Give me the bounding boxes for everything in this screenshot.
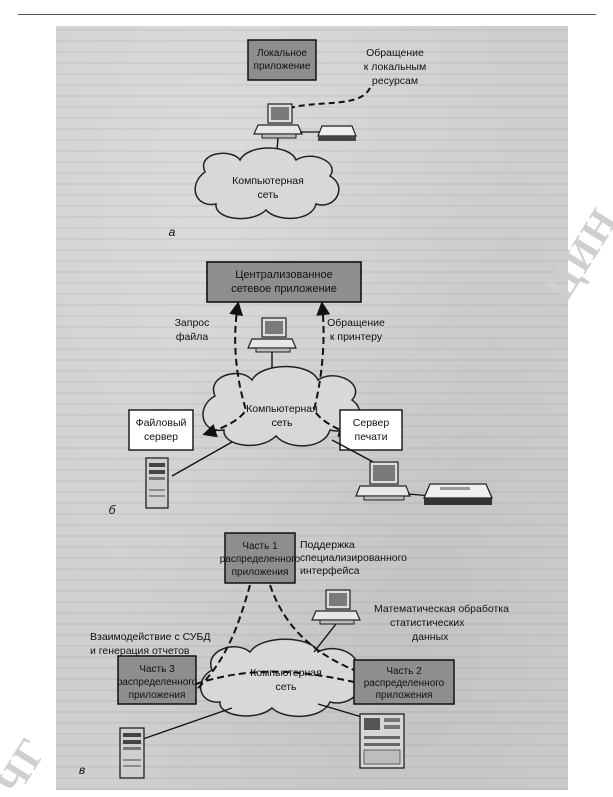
- printer-access-dashed-path: [312, 301, 353, 437]
- panel-a: Локальное приложение Обращение к локальн…: [169, 39, 426, 239]
- part1-box: [224, 532, 296, 584]
- part1-label-3: приложения: [232, 567, 289, 578]
- part2-label-2: распределенного: [364, 678, 445, 689]
- central-app-label-2: сетевое приложение: [231, 283, 337, 295]
- central-app-label-1: Централизованное: [235, 269, 332, 281]
- network-label-2: сеть: [275, 681, 297, 693]
- print-server-label-1: Сервер: [353, 417, 390, 429]
- panel-b-caption: б: [109, 503, 117, 517]
- file-request-dashed-path: [202, 301, 248, 438]
- math-processing-label-3: данных: [412, 631, 449, 643]
- part2-label-1: Часть 2: [386, 666, 422, 677]
- math-processing-label-1: Математическая обработка: [374, 603, 509, 615]
- panel-a-caption: а: [169, 225, 176, 239]
- ui-support-label-2: специализированного: [300, 552, 407, 564]
- part2-box: [353, 659, 455, 705]
- printer-icon: [423, 483, 493, 505]
- file-server-label-2: сервер: [144, 431, 178, 443]
- file-request-label-1: Запрос: [175, 317, 210, 329]
- file-server-link: [171, 441, 233, 477]
- panel-c: Часть 1 распределенного приложения Подде…: [79, 532, 509, 779]
- panel-b: Централизованное сетевое приложение Запр…: [109, 261, 493, 517]
- network-label-1: Компьютерная: [232, 175, 304, 187]
- local-access-label-1: Обращение: [366, 47, 424, 59]
- part2-label-3: приложения: [376, 690, 433, 701]
- workstation-icon: [311, 589, 361, 625]
- local-access-label-3: ресурсам: [372, 75, 418, 87]
- file-request-label-2: файла: [176, 331, 208, 343]
- part3-label-3: приложения: [129, 690, 186, 701]
- network-label-2: сеть: [271, 417, 293, 429]
- part3-part2-dashed-link: [195, 670, 355, 685]
- network-label-1: Компьютерная: [246, 403, 318, 415]
- math-processing-label-2: статистических: [390, 617, 465, 629]
- mainframe-server-icon: [359, 713, 405, 769]
- local-app-label-2: приложение: [254, 61, 311, 72]
- printer-access-label-1: Обращение: [327, 317, 385, 329]
- workstation-network-link: [313, 623, 337, 653]
- ui-support-label-1: Поддержка: [300, 539, 355, 551]
- part1-label-2: распределенного: [220, 554, 301, 565]
- print-server-label-2: печати: [355, 431, 388, 443]
- page-top-rule: [18, 14, 596, 15]
- workstation-icon: [253, 103, 303, 139]
- part3-box: [117, 655, 197, 705]
- file-server-box: [128, 409, 194, 451]
- panel-c-caption: в: [79, 763, 85, 777]
- part3-label-1: Часть 3: [139, 664, 175, 675]
- printer-access-label-2: к принтеру: [330, 331, 383, 343]
- dbms-server-link: [139, 707, 233, 741]
- ui-support-label-3: интерфейса: [300, 565, 360, 577]
- part1-label-1: Часть 1: [242, 541, 278, 552]
- dbms-interaction-label-1: Взаимодействие с СУБД: [90, 631, 211, 643]
- local-app-label-1: Локальное: [257, 48, 307, 59]
- server-tower-icon: [145, 457, 169, 509]
- part3-label-2: распределенного: [117, 677, 198, 688]
- server-tower-icon: [119, 727, 145, 779]
- dbms-interaction-label-2: и генерация отчетов: [90, 645, 190, 657]
- local-app-box: [247, 39, 317, 81]
- file-server-label-1: Файловый: [136, 417, 187, 429]
- local-access-label-2: к локальным: [364, 61, 426, 73]
- local-access-dashed-line: [289, 87, 371, 109]
- print-server-box: [339, 409, 403, 451]
- network-cloud: [194, 147, 340, 220]
- workstation-icon: [247, 317, 297, 353]
- printer-icon: [317, 125, 357, 141]
- network-label-2: сеть: [257, 189, 279, 201]
- part1-part3-dashed-link: [195, 584, 251, 691]
- part1-part2-dashed-link: [269, 584, 355, 671]
- workstation-icon: [355, 461, 411, 501]
- central-app-box: [206, 261, 362, 303]
